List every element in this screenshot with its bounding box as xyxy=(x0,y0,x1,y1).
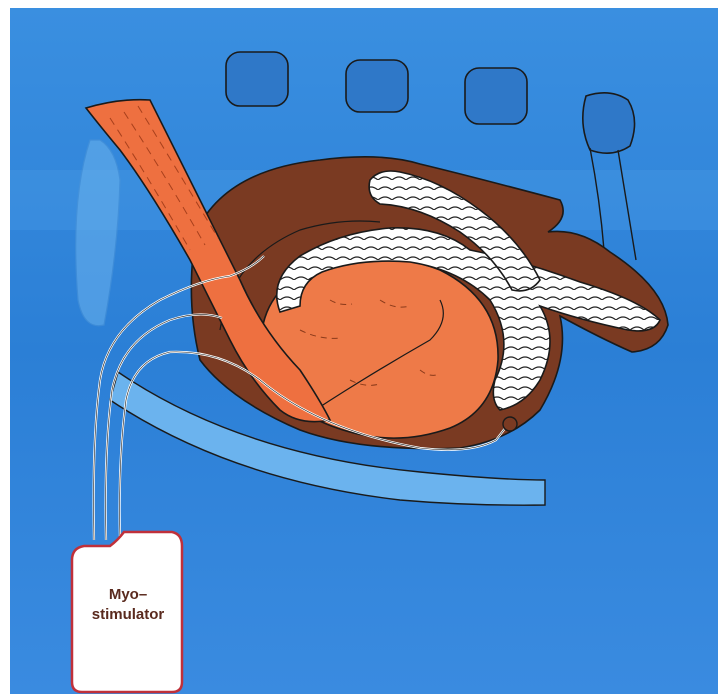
electrode-tip xyxy=(503,417,517,431)
myostimulator-device xyxy=(72,532,182,692)
vertebra xyxy=(346,60,408,112)
vertebra xyxy=(226,52,288,106)
vertebra xyxy=(465,68,527,124)
vertebra xyxy=(583,93,635,153)
